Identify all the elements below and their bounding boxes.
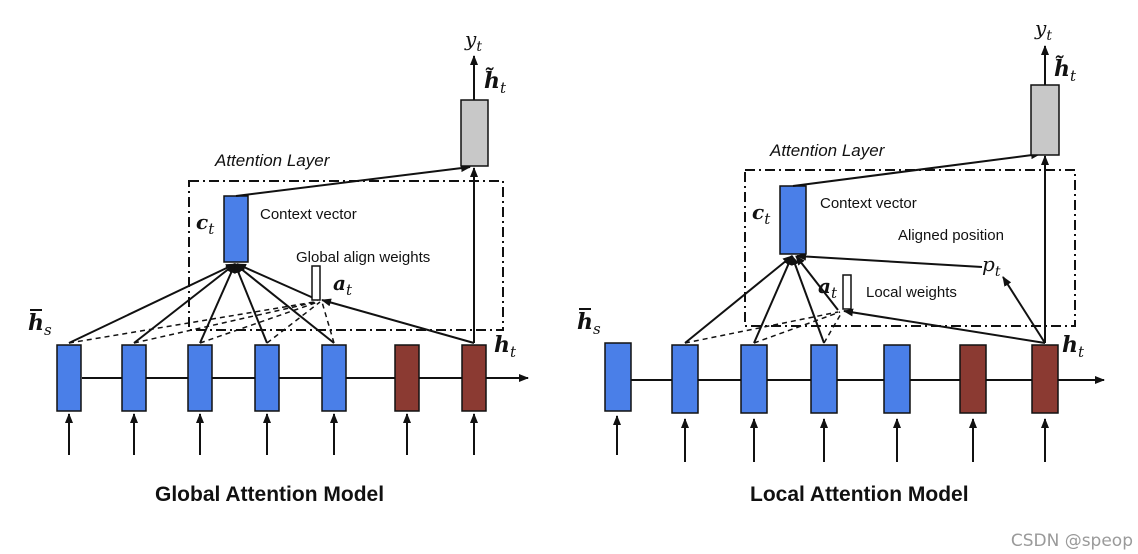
- local-input-arrows: [613, 415, 1049, 462]
- global-title: Global Attention Model: [155, 483, 384, 506]
- global-ct-symbol: ct: [196, 210, 215, 238]
- local-attention-panel: Attention Layer: [577, 16, 1105, 506]
- global-ht-to-align: [321, 298, 475, 344]
- global-align-weights-bar: [311, 265, 321, 301]
- global-encoder-cell: [56, 344, 82, 412]
- local-pt-symbol: pt: [982, 252, 1001, 280]
- watermark: CSDN @speop: [1011, 531, 1133, 551]
- local-encoder-cell: [740, 344, 768, 414]
- global-context-lines: [68, 263, 335, 344]
- local-ct-symbol: ct: [752, 200, 771, 228]
- local-decoder-cell: [959, 344, 987, 414]
- global-encoder-cell: [121, 344, 147, 412]
- local-decoder-cells: [959, 344, 1059, 414]
- global-dashed-align-lines: [68, 301, 335, 344]
- global-decoder-cell-current: [461, 344, 487, 412]
- global-context-vector-label: Context vector: [260, 206, 357, 223]
- local-context-lines: [684, 255, 839, 344]
- global-encoder-cell: [254, 344, 280, 412]
- global-align-weights-label: Global align weights: [296, 249, 430, 266]
- global-encoder-cell: [187, 344, 213, 412]
- local-decoder-cell-current: [1031, 344, 1059, 414]
- global-decoder-cell: [394, 344, 420, 412]
- local-title: Local Attention Model: [750, 483, 969, 506]
- global-context-to-output: [235, 164, 471, 197]
- local-encoder-cell: [883, 344, 911, 414]
- global-attention-layer-label: Attention Layer: [214, 151, 331, 170]
- local-ht-to-pt: [1002, 276, 1046, 344]
- local-hs-symbol: hs: [577, 309, 601, 338]
- local-context-vector: [779, 185, 807, 255]
- local-weights-label: Local weights: [866, 284, 957, 301]
- local-ht-symbol: ht: [1062, 332, 1085, 361]
- local-attention-layer-label: Attention Layer: [769, 141, 886, 160]
- global-decoder-cells: [394, 344, 487, 412]
- local-context-vector-label: Context vector: [820, 195, 917, 212]
- global-encoder-cell: [321, 344, 347, 412]
- local-context-to-output: [792, 151, 1041, 187]
- local-yt-symbol: yt: [1034, 16, 1052, 44]
- local-dashed-align-lines: [684, 311, 843, 344]
- local-encoder-cell: [671, 344, 699, 414]
- local-aligned-position-label: Aligned position: [898, 227, 1004, 244]
- global-encoder-cells: [56, 344, 347, 412]
- global-hs-symbol: hs: [28, 310, 52, 339]
- local-at-symbol: at: [818, 274, 838, 302]
- local-weights-bar: [842, 274, 852, 310]
- global-input-arrows: [65, 413, 478, 455]
- global-context-vector: [223, 195, 249, 263]
- global-at-symbol: at: [333, 271, 353, 299]
- global-output-cell: [460, 99, 489, 167]
- global-attention-panel: Attention Layer: [28, 27, 529, 506]
- local-ht-to-align: [843, 308, 1046, 344]
- global-htilde-symbol: h̃t: [484, 68, 507, 97]
- local-encoder-cell: [810, 344, 838, 414]
- local-output-cell: [1030, 84, 1060, 156]
- local-encoder-cell: [604, 342, 632, 412]
- local-htilde-symbol: h̃t: [1054, 56, 1077, 85]
- global-yt-symbol: yt: [464, 27, 482, 55]
- local-pt-to-context: [796, 252, 983, 268]
- global-ht-symbol: ht: [494, 332, 517, 361]
- global-attention-layer-box: [188, 180, 504, 331]
- local-encoder-cells: [604, 342, 911, 414]
